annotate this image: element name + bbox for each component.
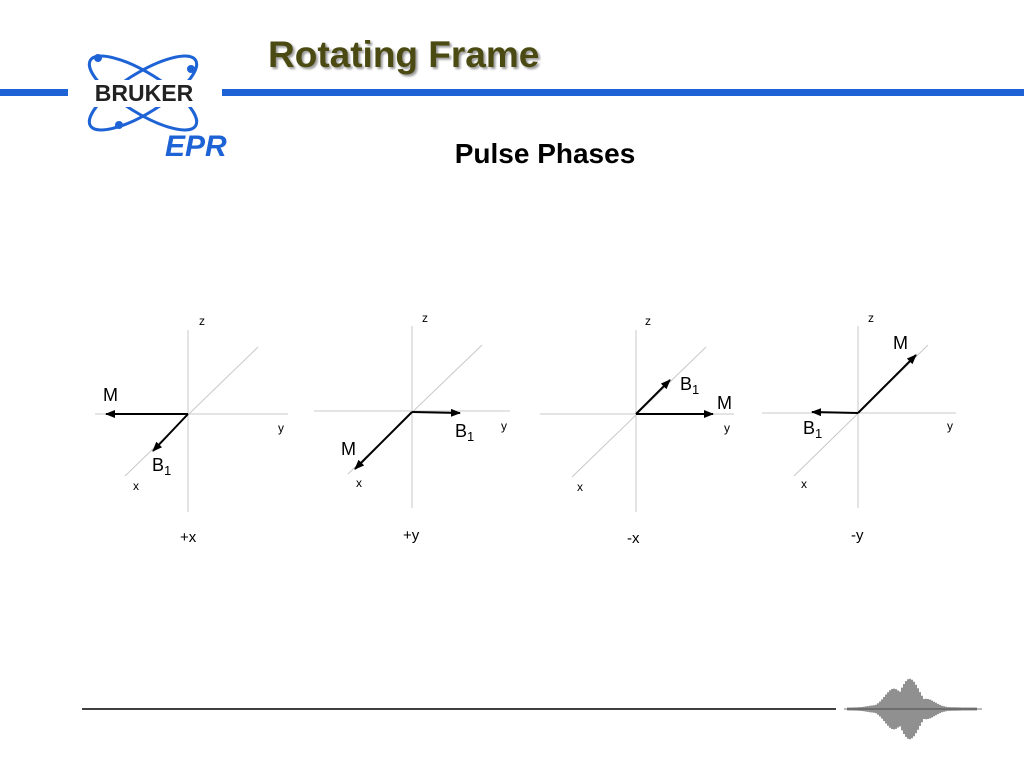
m-vector-py [354, 411, 413, 470]
z-axis-label: z [199, 314, 205, 328]
y-axis-label: y [278, 421, 284, 435]
diagram-subtitle: Pulse Phases [454, 138, 636, 169]
m-vector-my [857, 354, 917, 414]
x-axis-label: x [356, 476, 362, 490]
phase-label: -x [627, 530, 640, 547]
m-label: M [717, 393, 732, 413]
echo-signal-icon [847, 678, 977, 740]
m-label: M [893, 333, 908, 353]
header-band-left [0, 89, 68, 96]
m-label: M [341, 439, 356, 459]
header-band-right [222, 89, 1024, 96]
logo-subtext: EPR [165, 130, 227, 163]
axes [95, 326, 956, 512]
phase-label: +y [403, 527, 420, 544]
b1-label: B1 [152, 455, 172, 478]
y-axis-label: y [501, 419, 507, 433]
x-axis-label: x [133, 479, 139, 493]
y-axis-label: y [947, 419, 953, 433]
b1-vector-px [152, 413, 189, 452]
x-axis-label: x [577, 480, 583, 494]
m-label: M [103, 385, 118, 405]
x-axis-label: x [801, 477, 807, 491]
z-axis-label: z [868, 311, 874, 325]
b1-vector-my [811, 408, 859, 417]
y-axis-label: y [724, 421, 730, 435]
logo-text: BRUKER [95, 80, 194, 106]
b1-label: B1 [455, 421, 475, 444]
bruker-logo: BRUKER EPR [68, 54, 227, 163]
b1-vector-py [411, 408, 461, 417]
z-axis-label: z [422, 311, 428, 325]
b1-vector-mx [635, 379, 671, 415]
vectors [105, 354, 917, 470]
phase-label: -y [851, 527, 864, 544]
slide-title: Rotating Frame [268, 34, 540, 75]
z-axis-label: z [645, 314, 651, 328]
phase-label: +x [180, 529, 197, 546]
b1-label: B1 [680, 374, 700, 397]
b1-label: B1 [803, 418, 823, 441]
